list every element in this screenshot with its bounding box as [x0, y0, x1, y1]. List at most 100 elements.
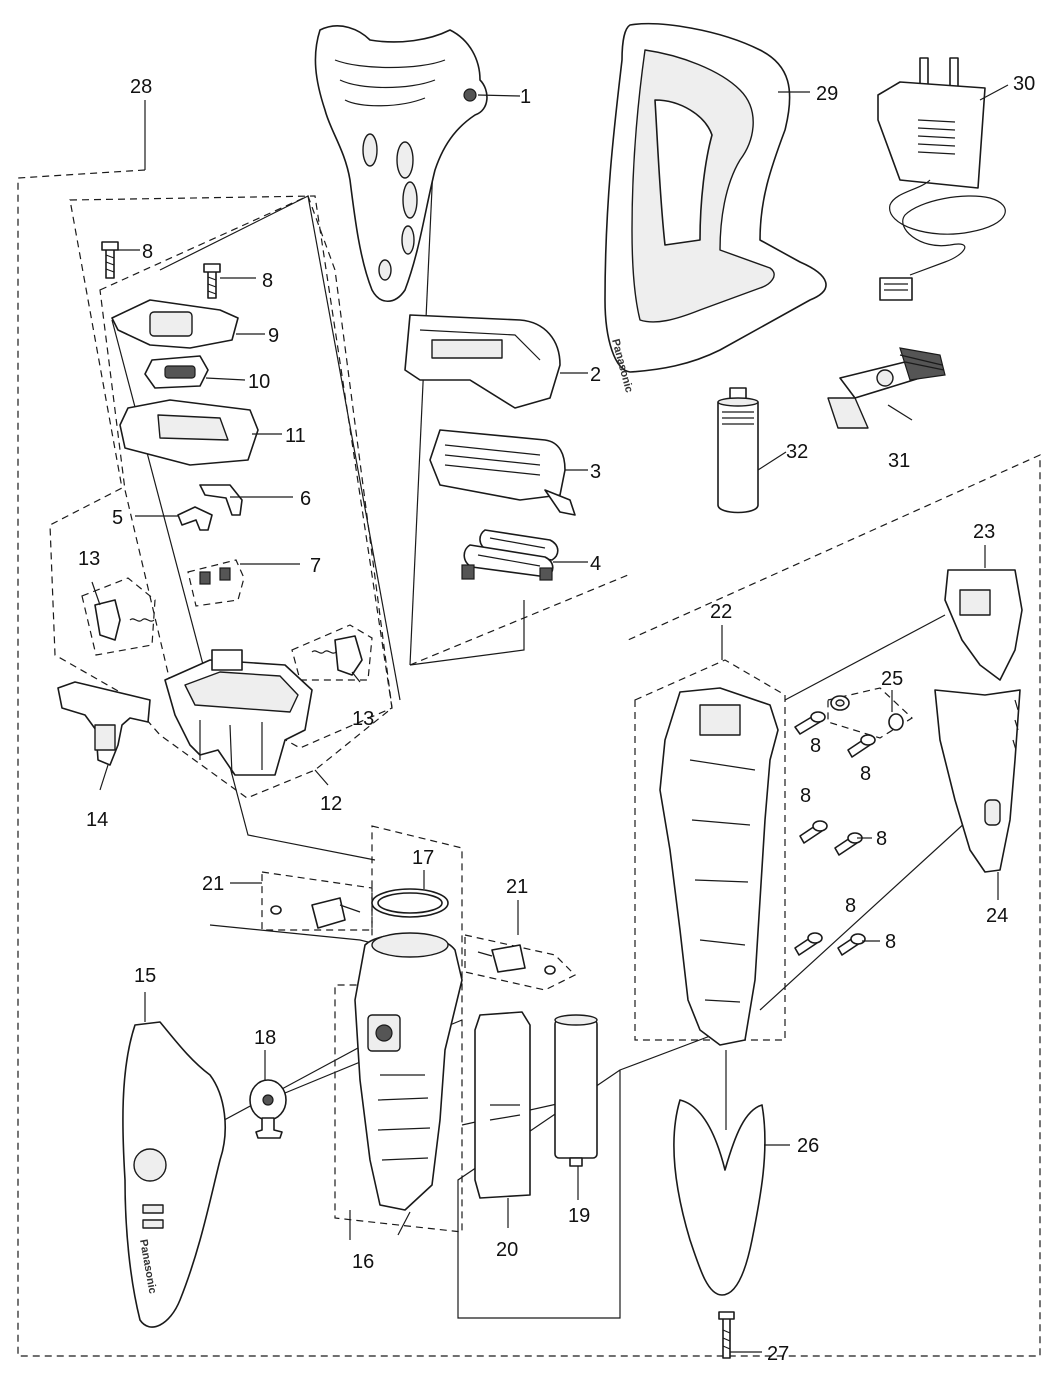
label-12: 12: [320, 793, 342, 815]
ac-adapter-part: [877, 57, 1006, 301]
screw-8-e: [799, 820, 828, 844]
label-8-a: 8: [142, 241, 153, 263]
screw-8-b: [203, 263, 221, 299]
assembly-line-a: [409, 144, 435, 666]
screw-8-g: [794, 932, 823, 956]
part-13-left: [94, 599, 155, 641]
screw-8-c: [794, 711, 826, 735]
group-21-left-boundary: [261, 871, 373, 931]
label-2: 2: [590, 364, 601, 386]
part-5: [177, 506, 213, 531]
gasket-10-part: [144, 355, 209, 389]
group-25-boundary: [827, 687, 913, 739]
group-12-boundary: [49, 195, 393, 799]
assembly-line-b: [409, 600, 525, 666]
label-32: 32: [786, 441, 808, 463]
part-23: [944, 569, 1023, 681]
label-27: 27: [767, 1343, 789, 1365]
battery-19-part: [554, 1014, 598, 1167]
label-8-d: 8: [860, 763, 871, 785]
inner-blades-part: [461, 529, 559, 581]
label-13-right: 13: [352, 708, 374, 730]
front-cover-part: [314, 25, 488, 303]
label-5: 5: [112, 507, 123, 529]
label-8-b: 8: [262, 270, 273, 292]
switch-18-part: [249, 1079, 287, 1139]
label-3: 3: [590, 461, 601, 483]
label-22: 22: [710, 601, 732, 623]
part-24: [934, 689, 1021, 873]
label-23: 23: [973, 521, 995, 543]
group-22-boundary: [634, 659, 786, 1041]
label-8-f: 8: [876, 828, 887, 850]
label-18: 18: [254, 1027, 276, 1049]
label-16: 16: [352, 1251, 374, 1273]
label-26: 26: [797, 1135, 819, 1157]
group-12-inner-boundary: [99, 195, 393, 749]
outer-frame-part: [404, 314, 561, 409]
screw-8-h: [837, 933, 866, 956]
label-21-right: 21: [506, 876, 528, 898]
o-ring-17-part: [371, 888, 449, 918]
label-9: 9: [268, 325, 279, 347]
charging-stand-part: Panasonic: [604, 22, 827, 394]
bottom-cover-26-part: [673, 1099, 766, 1296]
battery-holder-20-part: [474, 1011, 531, 1199]
screw-27-part: [718, 1311, 735, 1359]
assembly-line-d: [159, 195, 401, 701]
label-7: 7: [310, 555, 321, 577]
screw-8-f: [834, 832, 863, 856]
screw-8-d: [847, 734, 876, 758]
label-25: 25: [881, 668, 903, 690]
group-21-right-boundary: [464, 934, 577, 991]
plate-9-part: [111, 299, 239, 349]
label-6: 6: [300, 488, 311, 510]
label-8-e: 8: [800, 785, 811, 807]
connector-21-right: [477, 944, 556, 975]
group-16-boundary: [334, 825, 463, 1233]
assembly-line-i: [784, 614, 946, 701]
part-7: [199, 567, 231, 585]
outer-foil-part: [429, 429, 576, 516]
label-8-c: 8: [810, 735, 821, 757]
cleaning-brush-part: [827, 347, 946, 429]
label-19: 19: [568, 1205, 590, 1227]
label-1: 1: [520, 86, 531, 108]
label-30: 30: [1013, 73, 1035, 95]
group-13-right-boundary: [291, 624, 373, 681]
label-15: 15: [134, 965, 156, 987]
group-13-left-boundary: [81, 577, 156, 656]
case-15-part: Panasonic: [122, 1021, 226, 1328]
assembly-line-c: [111, 319, 376, 861]
label-28: 28: [130, 76, 152, 98]
part-6: [199, 484, 243, 516]
chassis-16-part: [354, 932, 463, 1211]
frame-11-part: [119, 399, 259, 466]
head-base-12-part: [164, 649, 313, 776]
inner-body-22-part: [659, 687, 779, 1046]
label-8-g: 8: [845, 895, 856, 917]
label-17: 17: [412, 847, 434, 869]
label-31: 31: [888, 450, 910, 472]
label-24: 24: [986, 905, 1008, 927]
label-13-left: 13: [78, 548, 100, 570]
nuts-25-part: [830, 695, 904, 731]
part-14: [57, 681, 151, 766]
label-8-h: 8: [885, 931, 896, 953]
label-20: 20: [496, 1239, 518, 1261]
screw-8-a: [101, 241, 119, 279]
head-frame-dashed-link: [409, 574, 629, 666]
label-14: 14: [86, 809, 108, 831]
group-28-boundary: [17, 169, 1041, 1357]
group-7-boundary: [187, 559, 245, 607]
assembly-line-h: [759, 799, 991, 1011]
oil-bottle-part: [717, 387, 759, 514]
label-21-left: 21: [202, 873, 224, 895]
label-4: 4: [590, 553, 601, 575]
label-10: 10: [248, 371, 270, 393]
connector-21-left: [270, 897, 361, 929]
part-13-right: [311, 635, 363, 676]
label-11: 11: [285, 425, 306, 447]
label-29: 29: [816, 83, 838, 105]
